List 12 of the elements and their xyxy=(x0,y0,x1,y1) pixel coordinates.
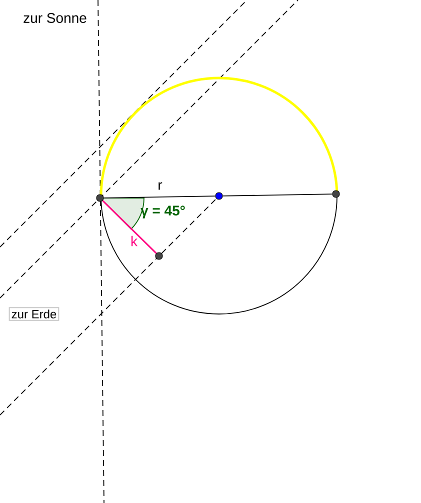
edge-label: r xyxy=(158,182,162,190)
line-segment xyxy=(103,196,216,198)
text-label: zur Sonne xyxy=(24,13,86,23)
line-segment xyxy=(161,198,217,254)
point xyxy=(332,190,340,198)
point xyxy=(96,194,104,202)
line-segment xyxy=(102,200,157,254)
point xyxy=(215,192,223,200)
line-segment xyxy=(222,194,333,196)
point xyxy=(155,252,163,260)
label-box: zur Erde xyxy=(8,307,60,321)
edge-label: k xyxy=(131,236,138,246)
